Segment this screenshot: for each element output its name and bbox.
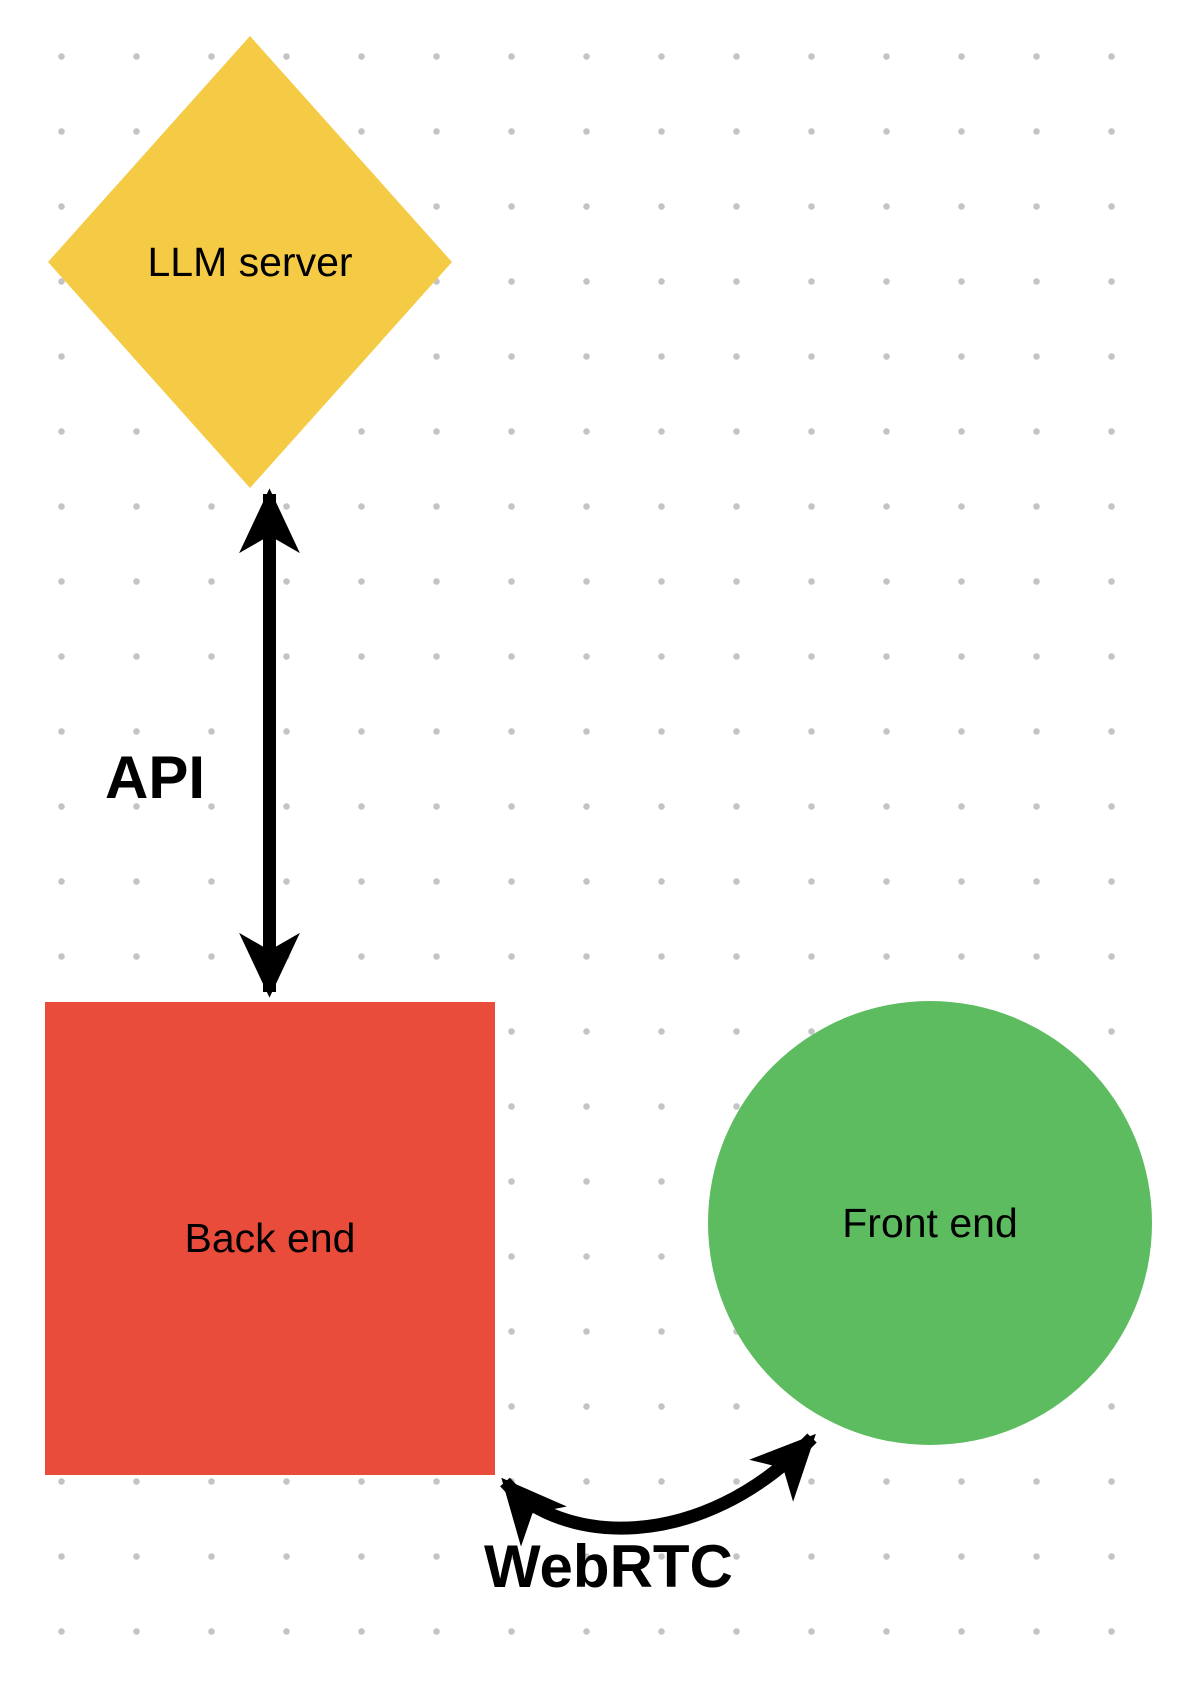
- node-back-end[interactable]: Back end: [45, 1002, 495, 1475]
- node-back-end-label: Back end: [184, 1215, 356, 1261]
- edge-api-label: API: [105, 744, 206, 811]
- node-front-end-label: Front end: [842, 1199, 1018, 1246]
- edge-webrtc-label: WebRTC: [484, 1533, 733, 1600]
- node-llm-server-label: LLM server: [147, 238, 353, 285]
- node-front-end[interactable]: Front end: [708, 1001, 1152, 1445]
